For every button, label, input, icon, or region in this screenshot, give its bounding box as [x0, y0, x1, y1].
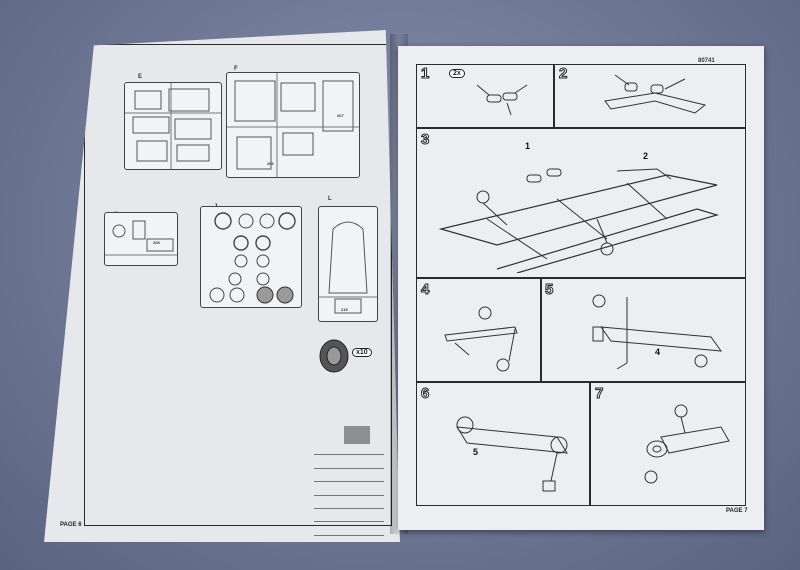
part-number-207: 207 [337, 113, 344, 118]
sprue-f-parts [227, 73, 359, 177]
sprue-e-parts [125, 83, 221, 169]
sprue-label-e: E [138, 74, 143, 80]
step-6-number: 6 [420, 385, 430, 403]
callout-5: 5 [473, 447, 479, 457]
right-page-number: PAGE 7 [726, 508, 748, 514]
step-2-panel: 2 [554, 64, 746, 128]
step-3-number: 3 [420, 131, 430, 149]
step-4-panel: 4 [416, 278, 542, 382]
left-page-frame [84, 44, 392, 526]
left-page-number: PAGE 6 [60, 522, 82, 528]
sprue-label-f: F [234, 66, 238, 72]
right-page-code: 80741 [698, 58, 715, 64]
step-4-drawing [444, 306, 518, 372]
step-7-drawing [644, 404, 730, 484]
callout-4: 4 [655, 347, 661, 357]
step-5-number: 5 [544, 281, 554, 299]
step-1-drawing [476, 84, 528, 116]
step-1-number: 1 [420, 65, 430, 83]
tire-icon [319, 339, 349, 373]
step-7-number: 7 [594, 385, 604, 403]
step-6-panel: 6 5 [416, 382, 590, 506]
left-page: 80741 E F 206 207 G [44, 30, 400, 542]
right-page: 80741 1 2x 2 3 1 2 [398, 46, 764, 530]
left-page-code: 80741 [128, 36, 145, 42]
part-number-219: 219 [341, 307, 348, 312]
step-3-chassis-drawing [438, 168, 720, 273]
step-1-panel: 1 2x [416, 64, 554, 128]
step-5-drawing [592, 294, 723, 370]
sprue-label-l: L [328, 196, 332, 202]
sprue-j [200, 206, 302, 308]
repeat-2x-badge: 2x [449, 69, 465, 78]
sprue-l-parts [319, 221, 377, 314]
sprue-f: 206 207 [226, 72, 360, 178]
part-number-206: 206 [267, 161, 274, 166]
tire-count-badge: x10 [352, 348, 372, 357]
step-7-panel: 7 [590, 382, 746, 506]
step-5-panel: 5 4 [540, 278, 746, 382]
step-6-drawing [456, 416, 568, 492]
multilingual-warning-text [314, 446, 384, 536]
callout-2: 2 [643, 151, 649, 161]
step-2-number: 2 [558, 65, 568, 83]
step-4-number: 4 [420, 281, 430, 299]
step-3-panel: 3 1 2 [416, 128, 746, 278]
part-number-208: 208 [153, 240, 160, 245]
sprue-e [124, 82, 222, 170]
sprue-j-wheels [209, 212, 296, 304]
sprue-g: 208 [104, 212, 178, 266]
callout-1: 1 [525, 141, 531, 151]
sprue-l: 219 [318, 206, 378, 322]
step-2-drawing [604, 74, 707, 114]
gray-color-swatch [344, 426, 370, 444]
sprue-g-parts [105, 220, 177, 256]
